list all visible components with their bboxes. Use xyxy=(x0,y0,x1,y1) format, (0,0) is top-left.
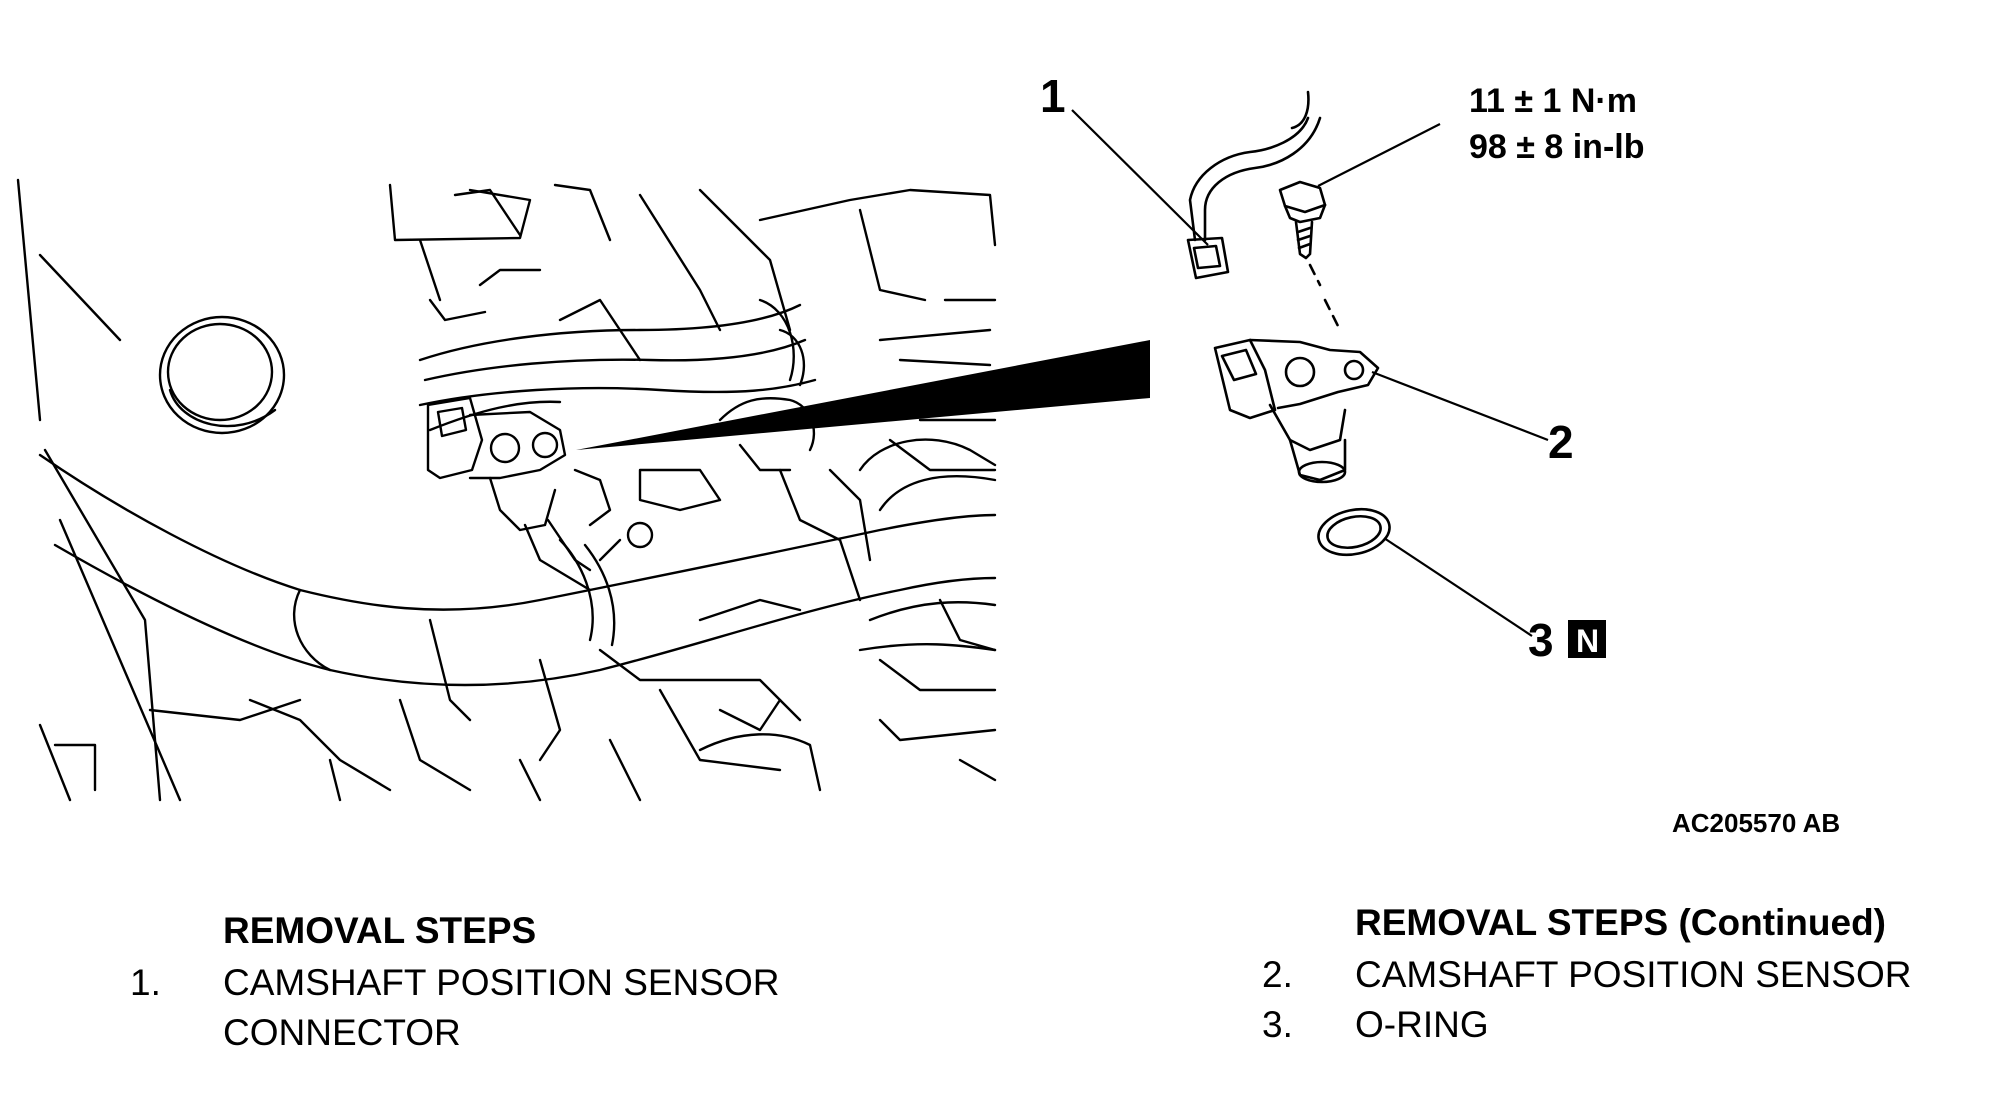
torque-imperial: 98 ± 8 in-lb xyxy=(1469,128,1644,166)
figure-code: AC205570 AB xyxy=(1672,808,1840,838)
step-label: CAMSHAFT POSITION SENSOR CONNECTOR xyxy=(223,962,780,1053)
step-label: O-RING xyxy=(1355,1004,1489,1045)
removal-steps-continued-list: 2. CAMSHAFT POSITION SENSOR 3. O-RING xyxy=(1262,950,1911,1050)
removal-steps-list: 1. CAMSHAFT POSITION SENSOR CONNECTOR xyxy=(130,958,779,1058)
removal-steps-left: REMOVAL STEPS 1. CAMSHAFT POSITION SENSO… xyxy=(130,906,779,1058)
step-number: 3. xyxy=(1262,1004,1293,1045)
removal-steps-continued-heading: REMOVAL STEPS (Continued) xyxy=(1355,902,1887,943)
step-label: CAMSHAFT POSITION SENSOR xyxy=(1355,954,1912,995)
new-part-badge-label: N xyxy=(1576,623,1599,659)
callout-2: 2 xyxy=(1548,416,1574,468)
step-number: 1. xyxy=(130,962,161,1003)
step-number: 2. xyxy=(1262,954,1293,995)
zoom-callout-wedge xyxy=(576,340,1150,450)
removal-step: 2. CAMSHAFT POSITION SENSOR xyxy=(1262,950,1911,1000)
removal-steps-right: REMOVAL STEPS (Continued) 2. CAMSHAFT PO… xyxy=(1262,898,1911,1050)
callout-3: 3 xyxy=(1528,614,1554,666)
engine-bay-illustration xyxy=(16,178,997,802)
removal-steps-heading: REMOVAL STEPS xyxy=(223,910,537,951)
removal-step: 1. CAMSHAFT POSITION SENSOR CONNECTOR xyxy=(130,958,779,1058)
torque-metric: 11 ± 1 N·m xyxy=(1469,82,1637,120)
exploded-view-illustration xyxy=(1186,90,1391,557)
new-part-badge xyxy=(1568,620,1606,658)
callout-1: 1 xyxy=(1040,70,1066,122)
leader-lines xyxy=(1071,109,1549,637)
removal-step: 3. O-RING xyxy=(1262,1000,1911,1050)
